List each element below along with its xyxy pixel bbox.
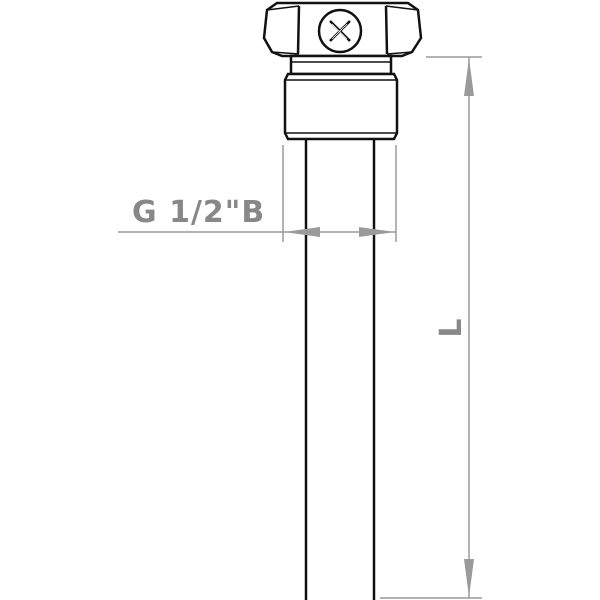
screw-head-icon (317, 8, 363, 54)
threaded-body (283, 72, 399, 141)
length-dimension (380, 56, 482, 599)
neck (289, 54, 393, 76)
length-label: L (434, 318, 469, 337)
thread-dimension (118, 145, 397, 242)
thermowell-tube (304, 139, 376, 600)
thread-size-label: G 1/2"B (132, 195, 265, 230)
